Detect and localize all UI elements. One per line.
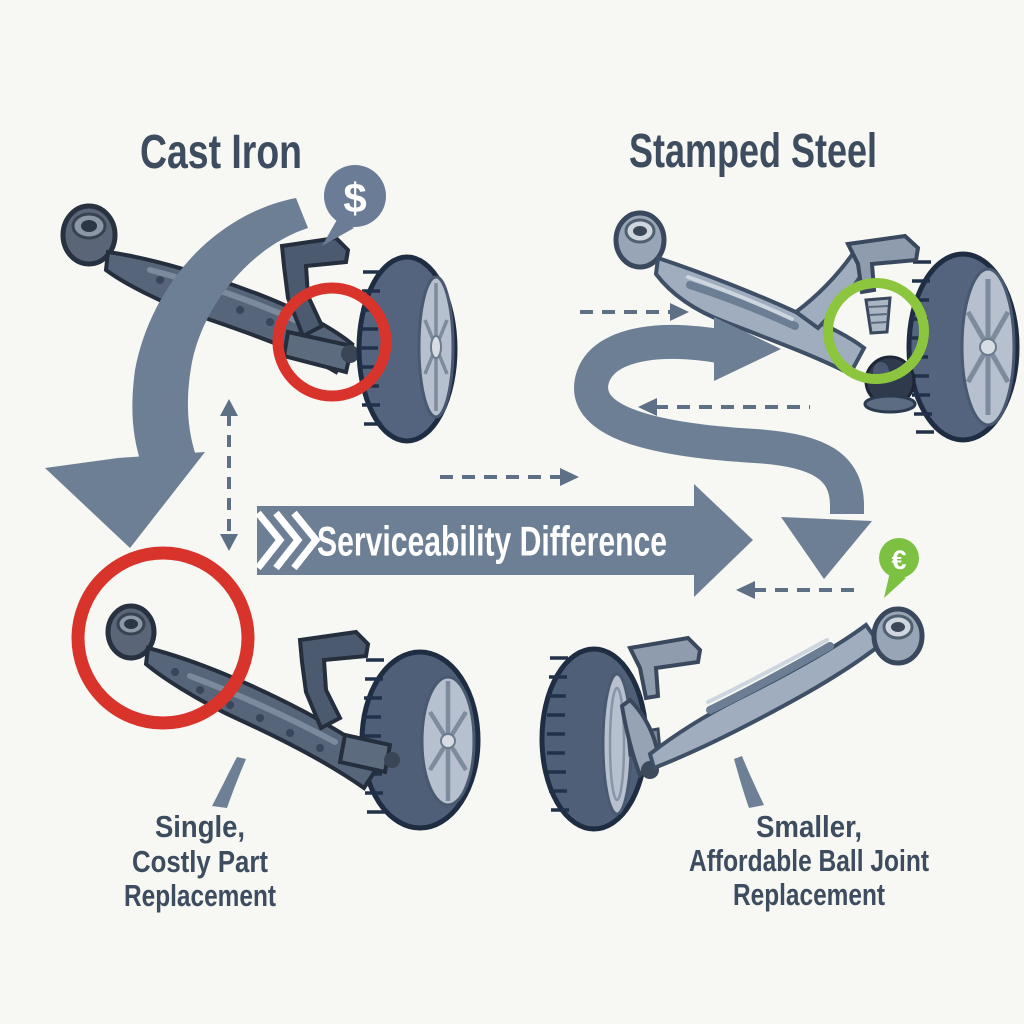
euro-bubble-icon: € <box>879 538 919 598</box>
knuckle-bracket-illustration <box>627 635 703 701</box>
knuckle-bracket-illustration <box>297 629 371 731</box>
caption-left: Single, Costly Part Replacement <box>124 809 276 913</box>
arm-edge-highlight <box>686 275 794 321</box>
ball-joint-boot <box>863 394 917 414</box>
cast-iron-bottom-illustration <box>105 603 481 831</box>
euro-symbol: € <box>891 545 906 575</box>
arm-lightening-slot <box>706 642 834 714</box>
tire-tread-lines <box>547 656 569 812</box>
red-highlight-circle-top <box>272 282 392 402</box>
caption-right-line3: Replacement <box>733 877 885 912</box>
dollar-bubble-circle <box>324 165 386 227</box>
wheel-spokes <box>428 681 468 801</box>
stamped-steel-control-arm <box>647 622 883 771</box>
bushing-hole-illustration <box>633 226 647 236</box>
dollar-symbol: $ <box>343 175 366 222</box>
caption-pointer-right <box>734 756 764 808</box>
rim-inner-ring <box>608 686 626 802</box>
caption-left-line3: Replacement <box>124 878 276 913</box>
dollar-bubble-icon: $ <box>322 165 386 246</box>
wheel-spokes <box>965 279 1011 415</box>
caption-left-line1: Single, <box>155 809 245 844</box>
dashed-arrowhead-down <box>220 534 238 551</box>
curved-flow-arrow-left <box>45 198 308 548</box>
red-highlight-circle-bottom <box>71 546 255 730</box>
dashed-arrowhead <box>638 398 657 416</box>
green-highlight-circle <box>823 278 929 384</box>
banner-chevrons-icon <box>255 510 321 571</box>
euro-bubble-tail <box>884 572 906 598</box>
bushing-hole-illustration <box>124 619 138 629</box>
curved-arrow-band <box>132 198 308 466</box>
serviceability-banner: Serviceability Difference <box>255 484 753 597</box>
cast-iron-speckles <box>171 668 350 764</box>
curved-arrow-head <box>45 452 205 548</box>
heading-cast-iron: Cast Iron <box>140 126 302 179</box>
s-curve-band <box>574 324 864 514</box>
banner-arrow-shape <box>257 484 753 597</box>
stud-threads <box>868 305 889 324</box>
caption-left-line2: Costly Part <box>132 844 268 879</box>
arm-edge-highlight <box>706 638 829 704</box>
integrated-ball-joint-illustration <box>337 732 393 775</box>
s-curve-head-right <box>714 317 781 381</box>
bushing-hole-illustration <box>891 622 905 632</box>
arm-ridge-highlight <box>147 267 298 323</box>
wheel-rim-illustration <box>601 672 633 816</box>
arm-lightening-slot <box>686 281 799 330</box>
s-curve-head-down <box>781 517 872 579</box>
caption-right-line1: Smaller, <box>756 809 862 844</box>
heading-stamped-steel: Stamped Steel <box>629 125 877 178</box>
banner-label: Serviceability Difference <box>317 518 667 565</box>
s-curve-flow-arrow <box>574 317 872 579</box>
dashed-arrowhead <box>670 303 689 321</box>
dashed-arrowhead <box>560 468 579 486</box>
wheel-hub <box>430 335 442 359</box>
caption-right: Smaller, Affordable Ball Joint Replaceme… <box>689 809 929 912</box>
caption-right-line2: Affordable Ball Joint <box>689 843 929 878</box>
joint-knob-illustration <box>341 345 359 363</box>
arm-ridge-highlight <box>187 673 338 745</box>
bushing-hole-illustration <box>81 220 97 232</box>
euro-bubble-circle <box>879 538 919 578</box>
dashed-arrowhead-up <box>220 399 238 416</box>
dashed-arrows <box>220 303 858 599</box>
caption-pointer-left <box>212 757 246 808</box>
integrated-ball-joint-illustration <box>281 329 355 375</box>
wheel-hub <box>440 733 456 749</box>
knuckle-bracket-illustration <box>844 233 921 295</box>
stamped-steel-bottom-illustration <box>539 606 925 832</box>
wheel-spokes <box>423 283 449 411</box>
joint-knob-illustration <box>384 752 400 768</box>
wheel-hub <box>979 338 997 356</box>
stamped-steel-top-illustration <box>613 210 1020 443</box>
dashed-arrowhead <box>736 581 755 599</box>
